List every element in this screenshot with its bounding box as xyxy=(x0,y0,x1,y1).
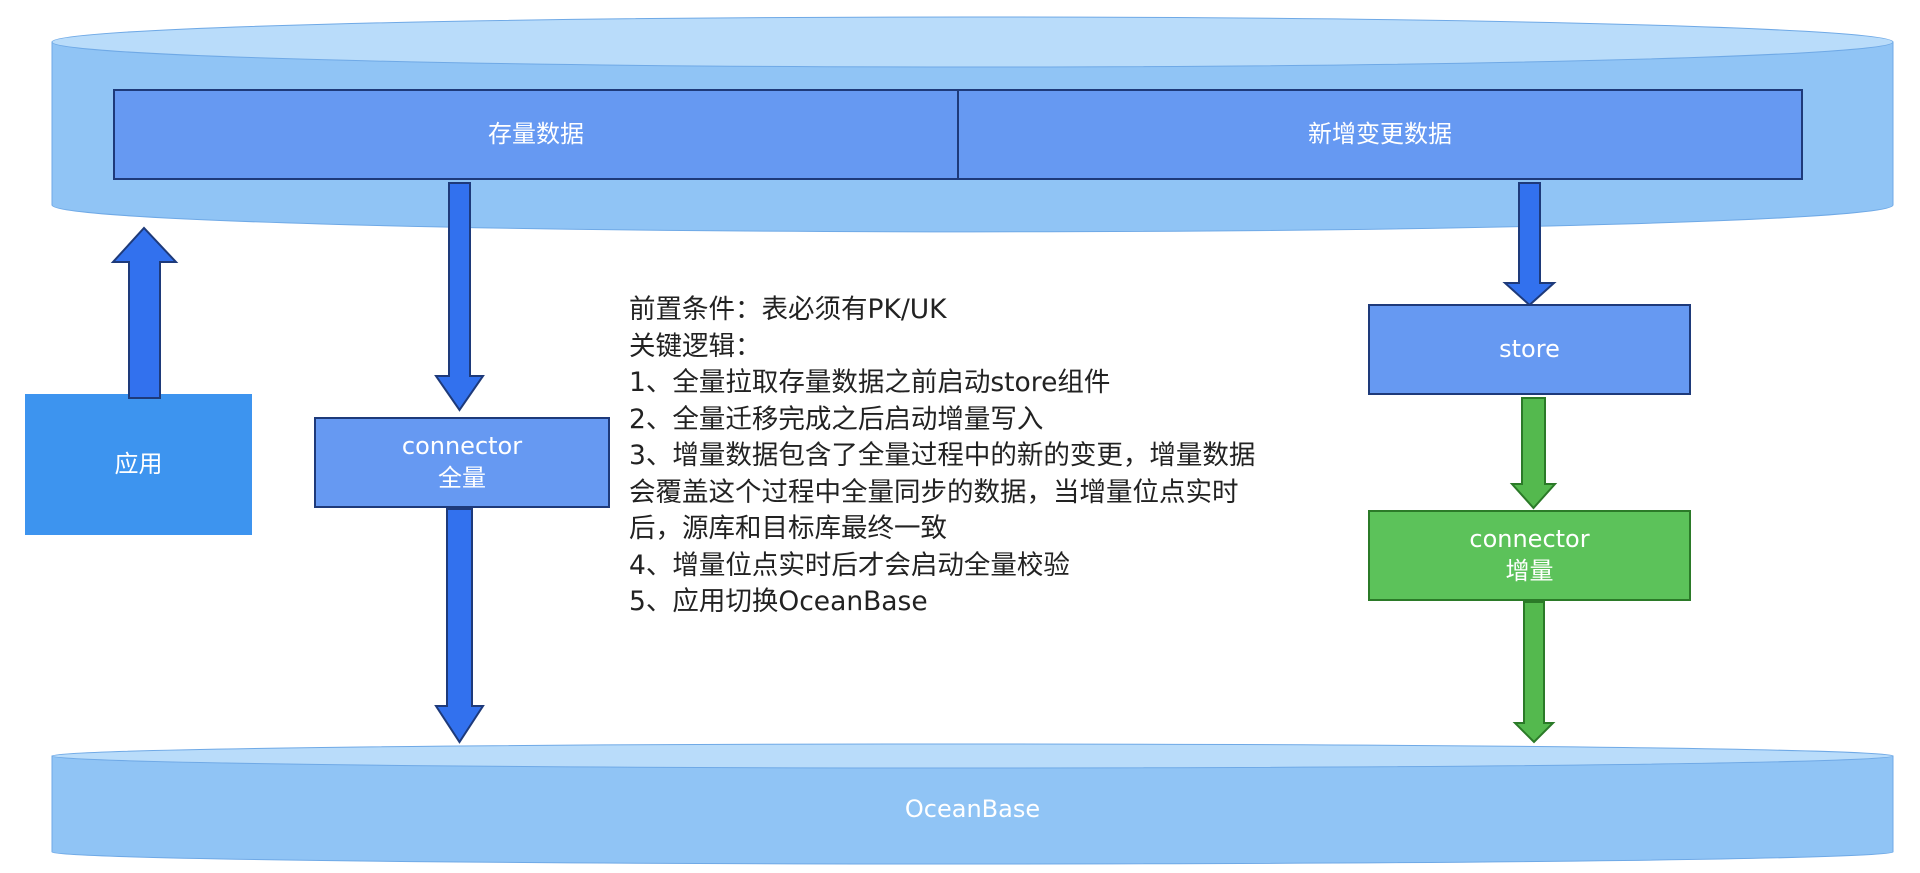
oceanbase-text: OceanBase xyxy=(904,795,1041,823)
note-line: 后，源库和目标库最终一致 xyxy=(629,513,947,544)
application-box xyxy=(25,394,252,535)
existing-data-label: 存量数据 xyxy=(114,90,958,179)
connector-incremental-line2: 增量 xyxy=(1505,556,1554,585)
source-db-top xyxy=(51,16,1894,68)
new-change-data-text: 新增变更数据 xyxy=(1308,119,1452,148)
oceanbase-label: OceanBase xyxy=(52,795,1893,823)
incremental-to-oceanbase-arrow xyxy=(1512,601,1556,744)
note-line: 2、全量迁移完成之后启动增量写入 xyxy=(629,403,1044,435)
new-change-data-label: 新增变更数据 xyxy=(958,90,1802,179)
connector-incremental-box xyxy=(1368,510,1691,601)
note-line: 4、增量位点实时后才会启动全量校验 xyxy=(629,549,1070,581)
connector-full-label: connector 全量 xyxy=(315,418,609,507)
existing-data-segment xyxy=(113,89,959,180)
existing-data-text: 存量数据 xyxy=(488,119,584,148)
full-to-oceanbase-arrow xyxy=(434,508,485,744)
migration-notes: 前置条件：表必须有PK/UK 关键逻辑： 1、全量拉取存量数据之前启动store… xyxy=(629,292,1349,621)
connector-incremental-label: connector 增量 xyxy=(1369,511,1690,600)
note-line: 会覆盖这个过程中全量同步的数据，当增量位点实时 xyxy=(629,476,1239,508)
existing-to-full-arrow xyxy=(434,182,485,412)
connector-incremental-line1: connector xyxy=(1469,525,1590,554)
target-database-cylinder xyxy=(51,743,1894,865)
store-text: store xyxy=(1499,334,1560,363)
connector-full-line1: connector xyxy=(401,432,523,461)
store-to-incremental-arrow xyxy=(1509,397,1558,510)
store-label: store xyxy=(1369,305,1690,394)
target-db-top xyxy=(51,743,1894,769)
new-change-data-segment xyxy=(957,89,1803,180)
note-line: 5、应用切换OceanBase xyxy=(629,586,928,617)
store-box xyxy=(1368,304,1691,395)
note-line: 3、增量数据包含了全量过程中的新的变更，增量数据 xyxy=(629,440,1256,471)
connector-full-line2: 全量 xyxy=(438,463,486,492)
app-up-arrow xyxy=(110,226,179,399)
connector-full-box xyxy=(314,417,610,508)
note-line: 前置条件：表必须有PK/UK xyxy=(629,294,947,325)
application-label: 应用 xyxy=(25,394,252,535)
note-line: 关键逻辑： xyxy=(629,330,762,362)
note-line: 1、全量拉取存量数据之前启动store组件 xyxy=(629,367,1111,398)
changes-to-store-arrow xyxy=(1502,182,1557,307)
application-text: 应用 xyxy=(114,449,163,478)
target-db-body xyxy=(51,755,1894,865)
